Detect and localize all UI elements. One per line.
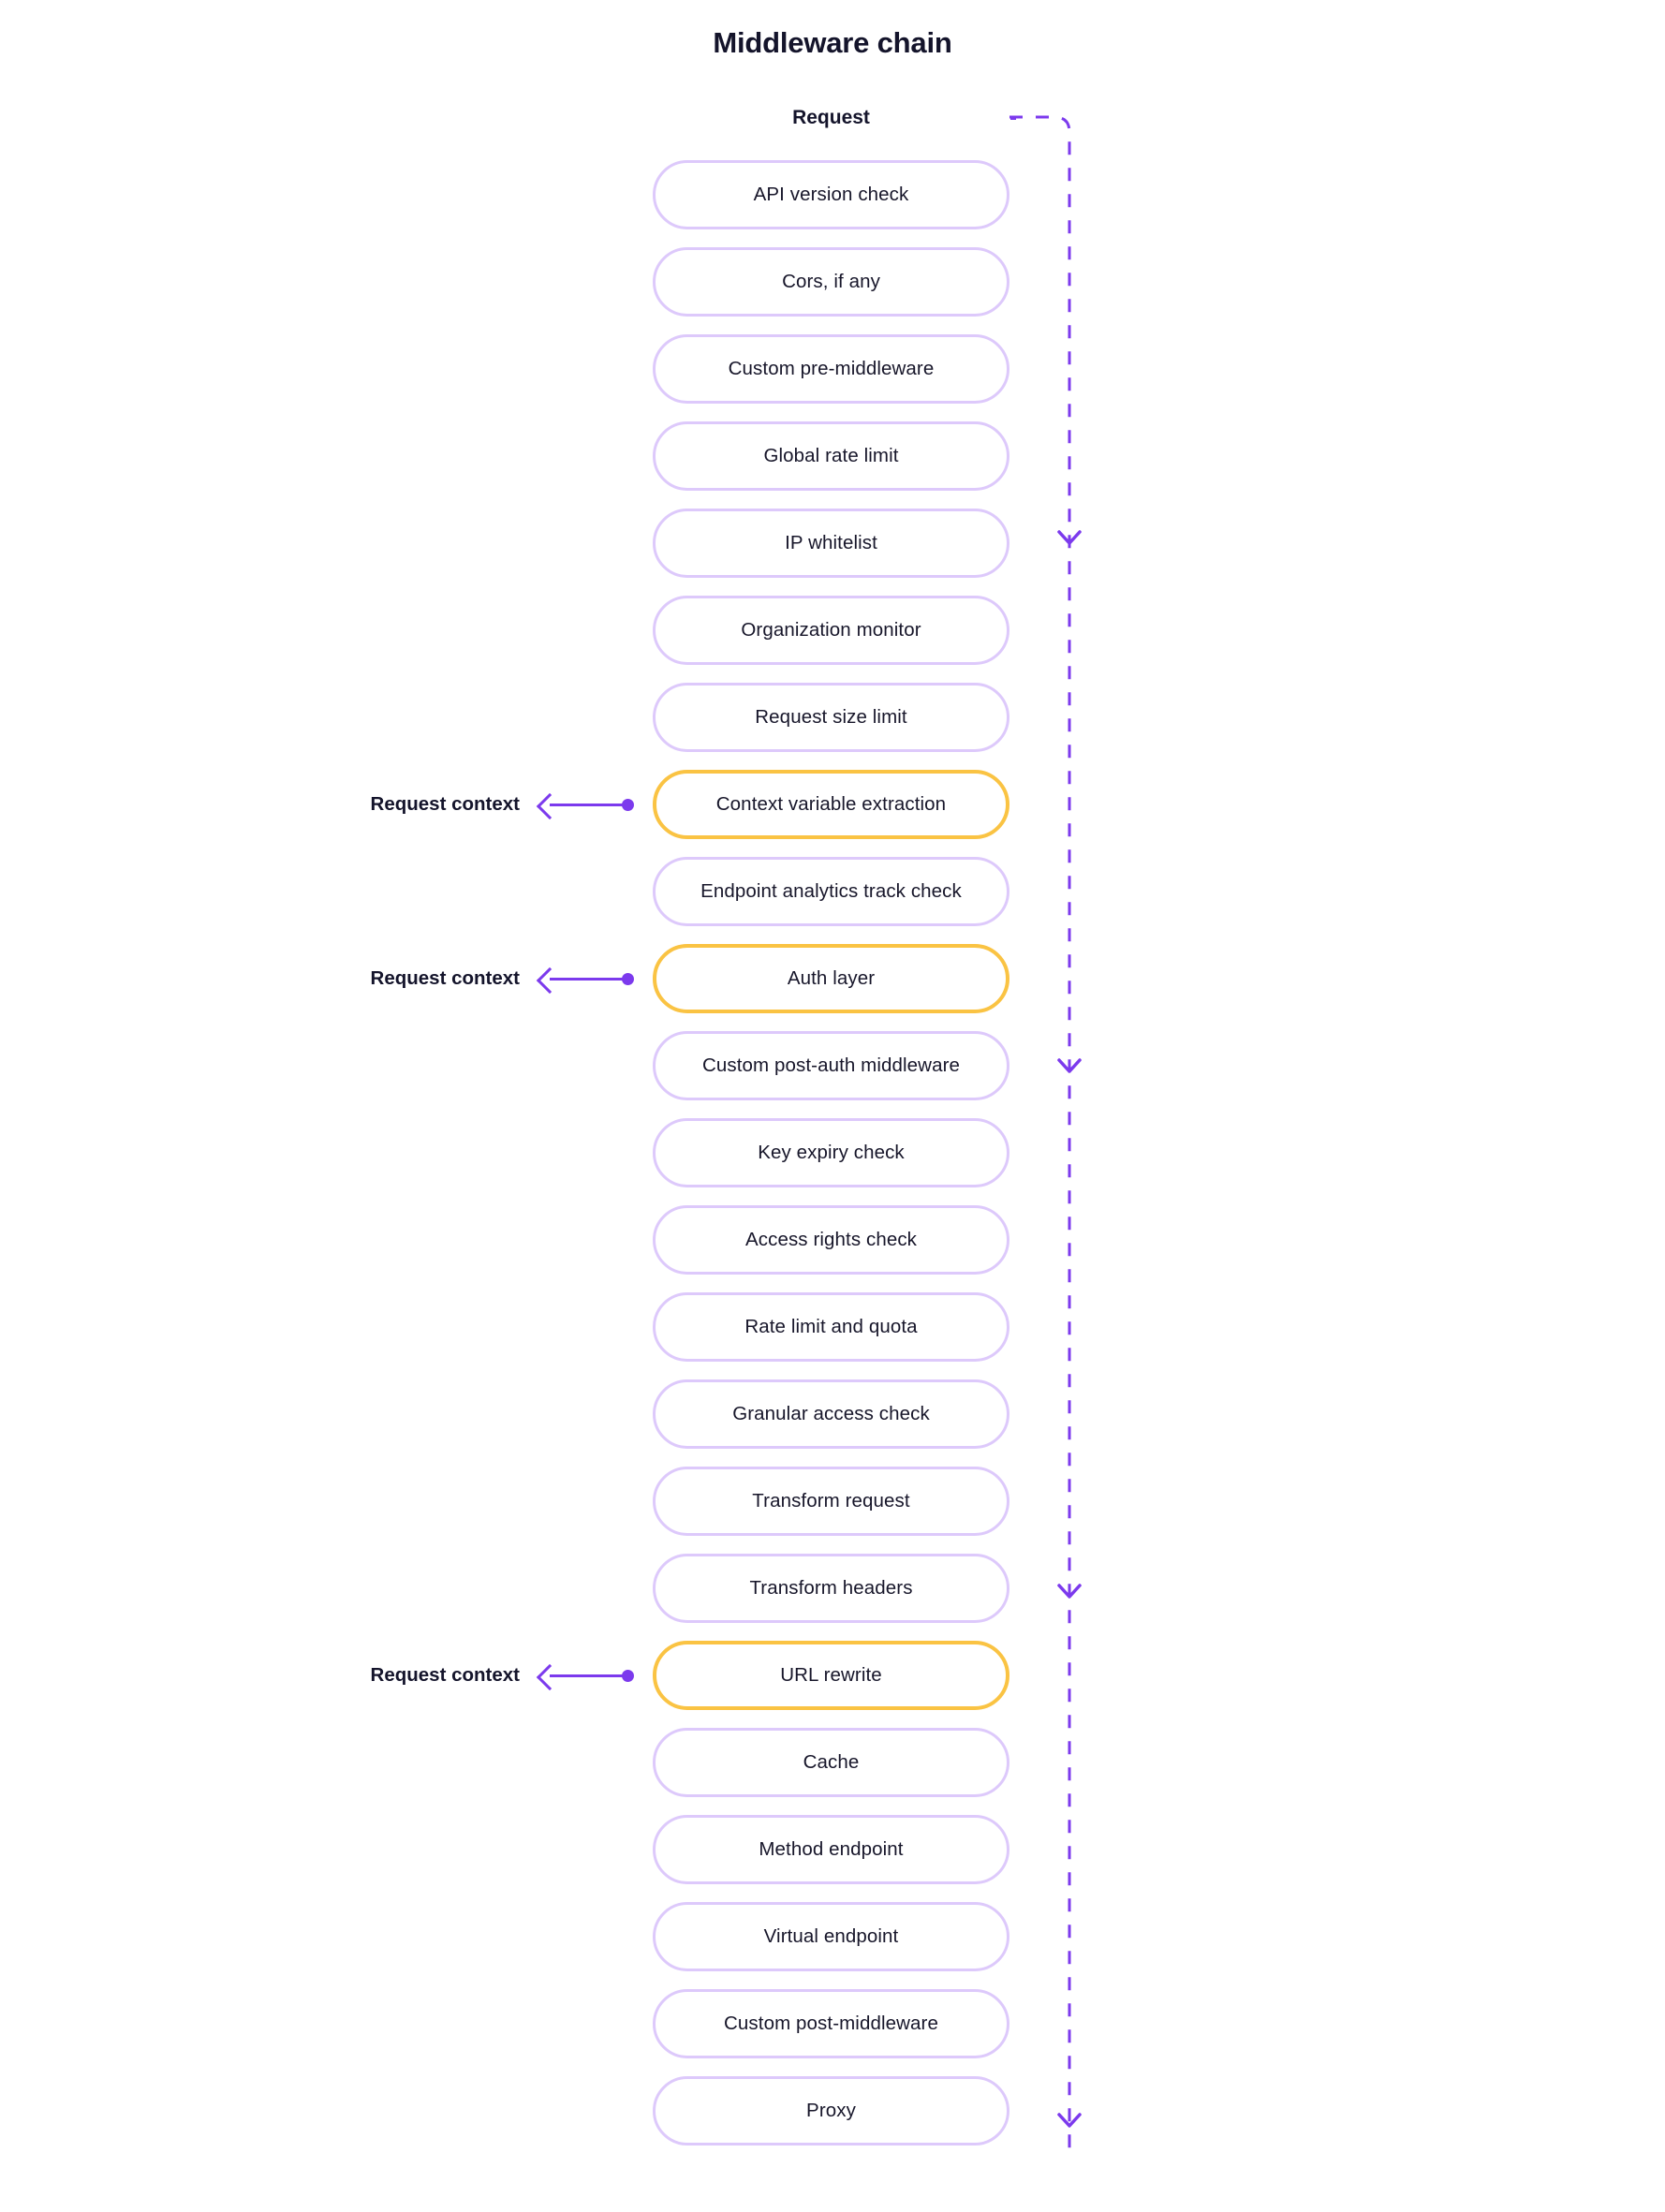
arrow-line [550, 1674, 626, 1677]
request-flow-rail [1009, 115, 1082, 2149]
chain-row: Transform request [653, 1467, 1009, 1554]
middleware-step-box[interactable]: Organization monitor [653, 596, 1009, 665]
middleware-step-box[interactable]: Custom post-auth middleware [653, 1031, 1009, 1100]
request-label-text: Request [768, 107, 894, 128]
arrow-head-icon [536, 1663, 564, 1691]
request-context-annotation: Request context [287, 1641, 634, 1710]
middleware-step-label: Key expiry check [758, 1142, 905, 1163]
middleware-step-box[interactable]: Cors, if any [653, 247, 1009, 317]
chain-row: Transform headers [653, 1554, 1009, 1641]
middleware-step-box[interactable]: Access rights check [653, 1205, 1009, 1275]
middleware-step-box[interactable]: Auth layer [653, 944, 1009, 1013]
middleware-step-box[interactable]: Rate limit and quota [653, 1292, 1009, 1362]
middleware-step-box[interactable]: Method endpoint [653, 1815, 1009, 1884]
arrow-origin-dot-icon [622, 1670, 634, 1682]
arrow-head-icon [536, 792, 564, 820]
arrow-origin-dot-icon [622, 973, 634, 985]
annotation-arrow-icon [536, 966, 634, 995]
middleware-step-label: Transform headers [749, 1577, 913, 1599]
middleware-step-box[interactable]: Transform headers [653, 1554, 1009, 1623]
arrow-line [550, 978, 626, 981]
middleware-step-box[interactable]: Custom pre-middleware [653, 334, 1009, 404]
middleware-step-label: Cors, if any [782, 271, 880, 292]
middleware-step-label: Context variable extraction [715, 793, 947, 815]
middleware-step-box[interactable]: Key expiry check [653, 1118, 1009, 1187]
middleware-step-label: Transform request [752, 1490, 910, 1512]
middleware-step-label: Granular access check [732, 1403, 930, 1424]
middleware-step-label: Organization monitor [741, 619, 921, 641]
chain-row: API version check [653, 160, 1009, 247]
chain-row: Custom post-auth middleware [653, 1031, 1009, 1118]
middleware-step-label: Access rights check [744, 1229, 918, 1250]
page-title: Middleware chain [713, 26, 952, 59]
middleware-step-label: Virtual endpoint [763, 1925, 899, 1947]
middleware-step-label: Custom pre-middleware [728, 358, 935, 379]
chain-row: Organization monitor [653, 596, 1009, 683]
middleware-step-label: Custom post-auth middleware [701, 1054, 960, 1076]
chain-row: Granular access check [653, 1379, 1009, 1467]
middleware-step-box[interactable]: Proxy [653, 2076, 1009, 2146]
arrow-origin-dot-icon [622, 799, 634, 811]
annotation-arrow-icon [536, 1663, 634, 1691]
middleware-step-label: Method endpoint [759, 1838, 904, 1860]
chain-row: Request context URL rewrite [371, 1641, 1009, 1728]
chain-row: Key expiry check [653, 1118, 1009, 1205]
middleware-step-box[interactable]: Virtual endpoint [653, 1902, 1009, 1971]
middleware-step-box[interactable]: Transform request [653, 1467, 1009, 1536]
middleware-step-label: Request size limit [755, 706, 907, 728]
middleware-step-label: IP whitelist [785, 532, 877, 553]
request-label: Request [653, 103, 1009, 133]
middleware-step-label: Custom post-middleware [724, 2013, 938, 2034]
middleware-step-box[interactable]: API version check [653, 160, 1009, 229]
middleware-step-box[interactable]: Endpoint analytics track check [653, 857, 1009, 926]
chain-row: Virtual endpoint [653, 1902, 1009, 1989]
rail-arrow-1-icon [1057, 530, 1082, 545]
chain-row: Cache [653, 1728, 1009, 1815]
middleware-step-box[interactable]: IP whitelist [653, 509, 1009, 578]
middleware-step-label: API version check [753, 184, 909, 205]
chain-row: Endpoint analytics track check [653, 857, 1009, 944]
chain-row: Request size limit [653, 683, 1009, 770]
arrow-head-icon [536, 966, 564, 995]
annotation-label: Request context [370, 1664, 520, 1686]
chain-row: Method endpoint [653, 1815, 1009, 1902]
middleware-step-box[interactable]: URL rewrite [653, 1641, 1009, 1710]
middleware-step-label: Cache [803, 1751, 860, 1773]
middleware-step-label: Rate limit and quota [744, 1316, 918, 1337]
middleware-step-box[interactable]: Custom post-middleware [653, 1989, 1009, 2058]
middleware-step-box[interactable]: Request size limit [653, 683, 1009, 752]
rail-arrow-2-icon [1057, 1058, 1082, 1073]
chain-row: Global rate limit [653, 421, 1009, 509]
chain-row: Proxy [653, 2076, 1009, 2163]
request-entry-row: Request [653, 103, 1016, 133]
chain-row: Request context Context variable extracti… [371, 770, 1009, 857]
arrow-line [550, 804, 626, 806]
rail-arrow-4-icon [1057, 2113, 1082, 2128]
middleware-step-label: Auth layer [787, 967, 876, 989]
middleware-step-box[interactable]: Global rate limit [653, 421, 1009, 491]
middleware-step-box[interactable]: Cache [653, 1728, 1009, 1797]
chain-row: Custom pre-middleware [653, 334, 1009, 421]
annotation-label: Request context [370, 793, 520, 815]
request-context-annotation: Request context [287, 944, 634, 1013]
chain-row: Access rights check [653, 1205, 1009, 1292]
request-context-annotation: Request context [287, 770, 634, 839]
rail-dashed-path [1009, 115, 1071, 2149]
middleware-step-label: Proxy [806, 2100, 856, 2121]
chain-row: IP whitelist [653, 509, 1009, 596]
middleware-step-label: Global rate limit [763, 445, 899, 466]
middleware-step-label: URL rewrite [780, 1664, 882, 1686]
rail-arrow-3-icon [1057, 1584, 1082, 1599]
chain-row: Request context Auth layer [371, 944, 1009, 1031]
annotation-arrow-icon [536, 792, 634, 820]
middleware-step-box[interactable]: Context variable extraction [653, 770, 1009, 839]
middleware-step-label: Endpoint analytics track check [700, 880, 962, 902]
middleware-step-box[interactable]: Granular access check [653, 1379, 1009, 1449]
chain-row: Rate limit and quota [653, 1292, 1009, 1379]
chain-row: Custom post-middleware [653, 1989, 1009, 2076]
annotation-label: Request context [370, 967, 520, 989]
chain-row: Cors, if any [653, 247, 1009, 334]
